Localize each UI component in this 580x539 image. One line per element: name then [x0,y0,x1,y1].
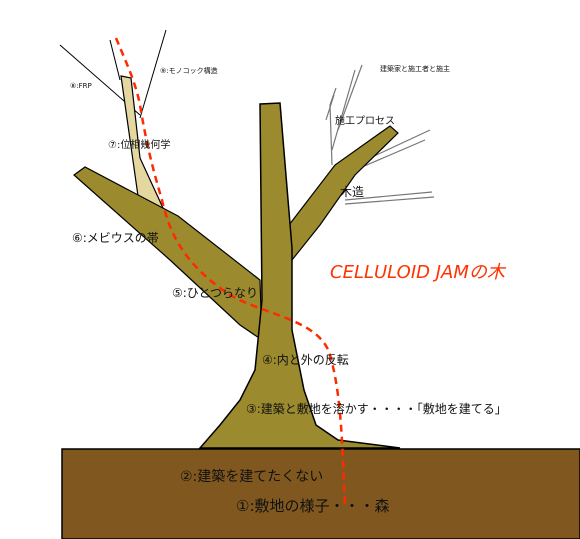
label-process: 施工プロセス [335,116,395,127]
label-mobius: ⑥:メビウスの帯 [72,231,159,245]
label-no-building: ②:建築を建てたくない [180,469,324,485]
label-wood: 木造 [340,185,365,199]
label-topology: ⑦:位相幾何学 [108,140,171,151]
branch-wood [288,125,399,262]
tree-trunk [198,102,401,449]
label-site-forest: ①:敷地の様子・・・森 [236,497,390,515]
ground-area [61,448,580,539]
label-people: 建築家と施工者と施主 [380,65,450,73]
red-dashed-path [114,37,347,506]
label-dissolve: ③:建築と敷地を溶かす・・・・「敷地を建てる」 [246,402,507,416]
right-twigs [325,64,435,205]
branch-mobius [73,166,263,342]
left-twigs [59,29,167,119]
label-monocoque: ⑨:モノコック構造 [160,67,218,75]
diagram-title: CELLULOID JAMの木 [330,262,505,283]
label-continuous: ⑤:ひとつらなり [172,286,258,300]
label-inside-outside: ④:内と外の反転 [262,353,349,367]
label-frp: ⑧:FRP [70,82,92,90]
